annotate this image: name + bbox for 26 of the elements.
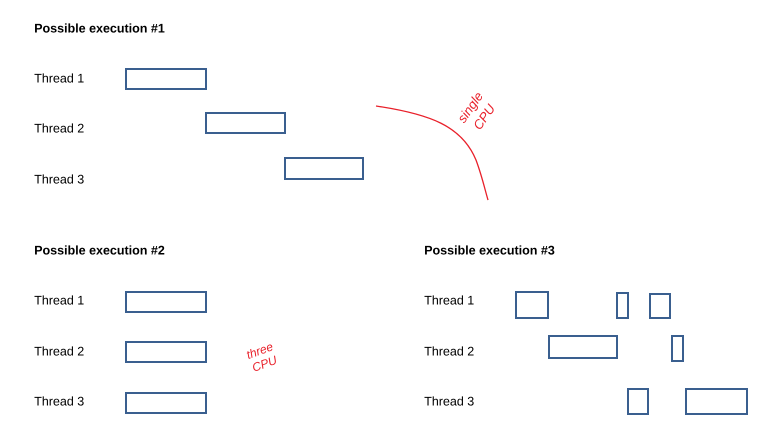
section-heading: Possible execution #1 [35, 23, 164, 33]
execution-bar [125, 392, 207, 414]
execution-bar [548, 335, 618, 359]
thread-label: Thread 2 [424, 346, 474, 356]
execution-bar [515, 291, 549, 319]
thread-label: Thread 2 [34, 123, 84, 133]
thread-label: Thread 3 [34, 396, 84, 406]
thread-label: Thread 2 [34, 346, 84, 356]
execution-bar [685, 388, 748, 415]
execution-bar [284, 157, 364, 180]
execution-bar [627, 388, 649, 415]
execution-bar [649, 293, 671, 319]
thread-label: Thread 1 [34, 73, 84, 83]
handwritten-note: three CPU [246, 344, 276, 371]
execution-bar [125, 341, 207, 363]
execution-bar [205, 112, 286, 134]
execution-bar [125, 291, 207, 313]
thread-label: Thread 3 [424, 396, 474, 406]
thread-label: Thread 1 [424, 295, 474, 305]
section-heading: Possible execution #3 [425, 245, 554, 255]
execution-bar [616, 292, 629, 319]
section-heading: Possible execution #2 [35, 245, 164, 255]
thread-label: Thread 3 [34, 174, 84, 184]
thread-label: Thread 1 [34, 295, 84, 305]
execution-bar [125, 68, 207, 90]
execution-bar [671, 335, 684, 362]
